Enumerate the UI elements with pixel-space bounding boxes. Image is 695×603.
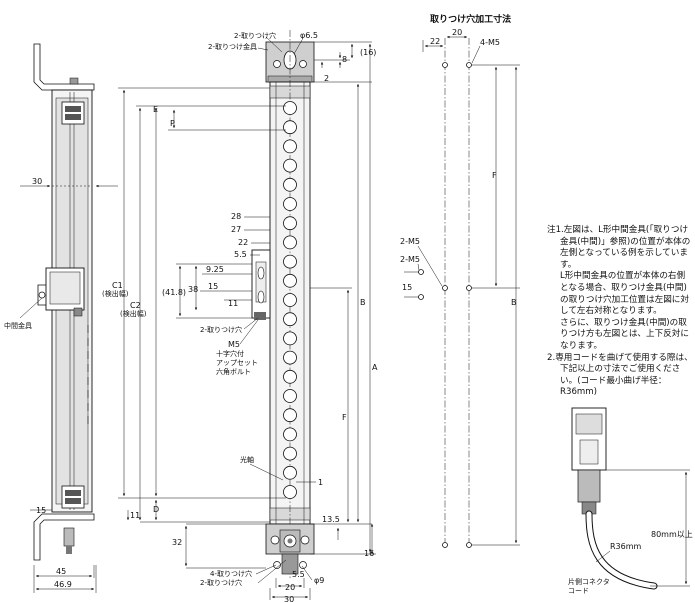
optical-beam <box>283 369 297 384</box>
dim-22-holes: 22 <box>430 37 440 46</box>
optical-beam <box>283 273 297 288</box>
label-mid-bracket: 中間金具 <box>4 321 32 330</box>
label-2-hole-bottom: 2-取りつけ穴 <box>200 578 242 587</box>
dim-80mm: 80mm以上 <box>651 530 693 539</box>
note-1b: L形中間金具の位置が本体の右側となる場合、取りつけ金具(中間)の取りつけ穴加工位… <box>560 271 689 317</box>
dim-2: 2 <box>324 74 329 83</box>
label-E: E <box>153 105 158 114</box>
dim-32: 32 <box>172 538 182 547</box>
dim-38: 38 <box>188 285 198 294</box>
label-4-m5: 4-M5 <box>480 38 500 47</box>
optical-beam <box>283 120 297 135</box>
dim-41-8: (41.8) <box>162 288 186 297</box>
dim-46-9: 46.9 <box>54 580 72 589</box>
dim-5-5: 5.5 <box>234 250 247 259</box>
optical-beam <box>283 446 297 461</box>
label-2-hole-top: 2-取りつけ穴 <box>234 31 276 40</box>
note-1c: さらに、取りつけ金具(中間)の取りつけ方も左図とは、上下反対になります。 <box>560 317 689 351</box>
dim-15-holes: 15 <box>402 283 412 292</box>
hole-dimension-view: 22 20 4-M5 F B 2-M5 2-M5 15 <box>400 28 520 548</box>
dim-15-front: 15 <box>208 282 218 291</box>
optical-beam <box>283 331 297 346</box>
dim-8: 8 <box>342 55 347 64</box>
optical-beam <box>283 139 297 154</box>
label-B-holes: B <box>511 298 517 307</box>
label-P: P <box>170 119 175 128</box>
optical-beam <box>283 485 297 499</box>
label-C1: C1 <box>112 281 123 290</box>
note-2: 2.専用コードを曲げて使用する際は、下記以上の寸法でご使用ください。(コード最小… <box>547 352 693 398</box>
label-2-bracket: 2-取りつけ金具 <box>208 42 257 51</box>
optical-beam <box>283 254 297 269</box>
optical-beam <box>283 216 297 231</box>
notes-block: 注1.左図は、L形中間金具(「取りつけ金具(中間)」参照)の位置が本体の左側とな… <box>547 225 693 399</box>
label-F-holes: F <box>492 171 497 180</box>
dim-1: 1 <box>318 478 323 487</box>
connector <box>577 469 601 503</box>
label-m5-l2: アップセット <box>216 359 258 367</box>
optical-beam <box>283 101 297 115</box>
dim-11-bottom: 11 <box>130 511 140 520</box>
optical-beam <box>283 177 297 192</box>
optical-beam <box>283 465 297 480</box>
dim-30-bottom: 30 <box>284 595 294 603</box>
dim-13-5: 13.5 <box>322 515 340 524</box>
dim-20-holes: 20 <box>452 28 462 37</box>
label-4-hole: 4-取りつけ穴 <box>210 569 252 578</box>
label-C2: C2 <box>130 301 141 310</box>
optical-beam <box>283 293 297 307</box>
label-optical-axis: 光軸 <box>240 455 254 464</box>
label-F-front: F <box>342 413 347 422</box>
label-C1-sub: (検出幅) <box>102 289 129 298</box>
label-2-m5-b: 2-M5 <box>400 255 420 264</box>
label-m5-l3: 六角ボルト <box>216 367 251 376</box>
label-connector-l1: 片側コネクタ <box>568 577 610 586</box>
note-1: 注1.左図は、L形中間金具(「取りつけ金具(中間)」参照)の位置が本体の左側とな… <box>547 225 691 270</box>
optical-beam <box>283 197 297 211</box>
bottom-bracket <box>33 513 95 561</box>
label-A: A <box>372 363 378 372</box>
optical-beam <box>283 312 297 327</box>
dim-5-5-bottom: 5.5 <box>292 570 305 579</box>
hole-dimension-title: 取りつけ穴加工寸法 <box>430 15 512 25</box>
dim-45: 45 <box>56 567 66 576</box>
dim-27: 27 <box>231 225 241 234</box>
label-2-m5-a: 2-M5 <box>400 237 420 246</box>
label-D: D <box>153 505 159 514</box>
cable-bend-view: 80mm以上 R36mm 片側コネクタ コード <box>568 407 693 595</box>
dim-20-bottom: 20 <box>285 583 295 592</box>
dim-16-bottom: 16 <box>364 549 374 558</box>
label-2-hole-mid: 2-取りつけ穴 <box>200 325 242 334</box>
label-r36: R36mm <box>610 542 642 551</box>
side-view: 30 15 45 46.9 中間金具 <box>4 43 118 593</box>
dim-16-top: (16) <box>360 48 376 57</box>
dim-phi9: φ9 <box>314 576 324 585</box>
label-m5: M5 <box>228 340 240 349</box>
dim-30-side: 30 <box>32 177 42 186</box>
dim-28: 28 <box>231 212 241 221</box>
label-connector-l2: コード <box>568 587 589 595</box>
optical-beam <box>283 408 297 423</box>
optical-beam <box>283 158 297 173</box>
optical-beam <box>283 389 297 403</box>
front-view: 2-取りつけ穴 2-取りつけ金具 φ6.5 (16) 8 2 A B F 13.… <box>102 30 378 603</box>
label-m5-l1: 十字穴付 <box>216 349 244 358</box>
label-C2-sub: (検出幅) <box>120 309 147 318</box>
dim-22: 22 <box>238 238 248 247</box>
dim-phi6-5: φ6.5 <box>300 31 318 40</box>
optical-beams <box>283 101 297 499</box>
top-bracket <box>33 43 95 91</box>
optical-beam <box>283 350 297 365</box>
optical-beam <box>283 235 297 250</box>
dim-9-25: 9.25 <box>206 265 224 274</box>
label-B: B <box>360 298 366 307</box>
dim-15-side: 15 <box>36 506 46 515</box>
dim-11-mid: 11 <box>228 299 238 308</box>
optical-beam <box>283 427 297 442</box>
